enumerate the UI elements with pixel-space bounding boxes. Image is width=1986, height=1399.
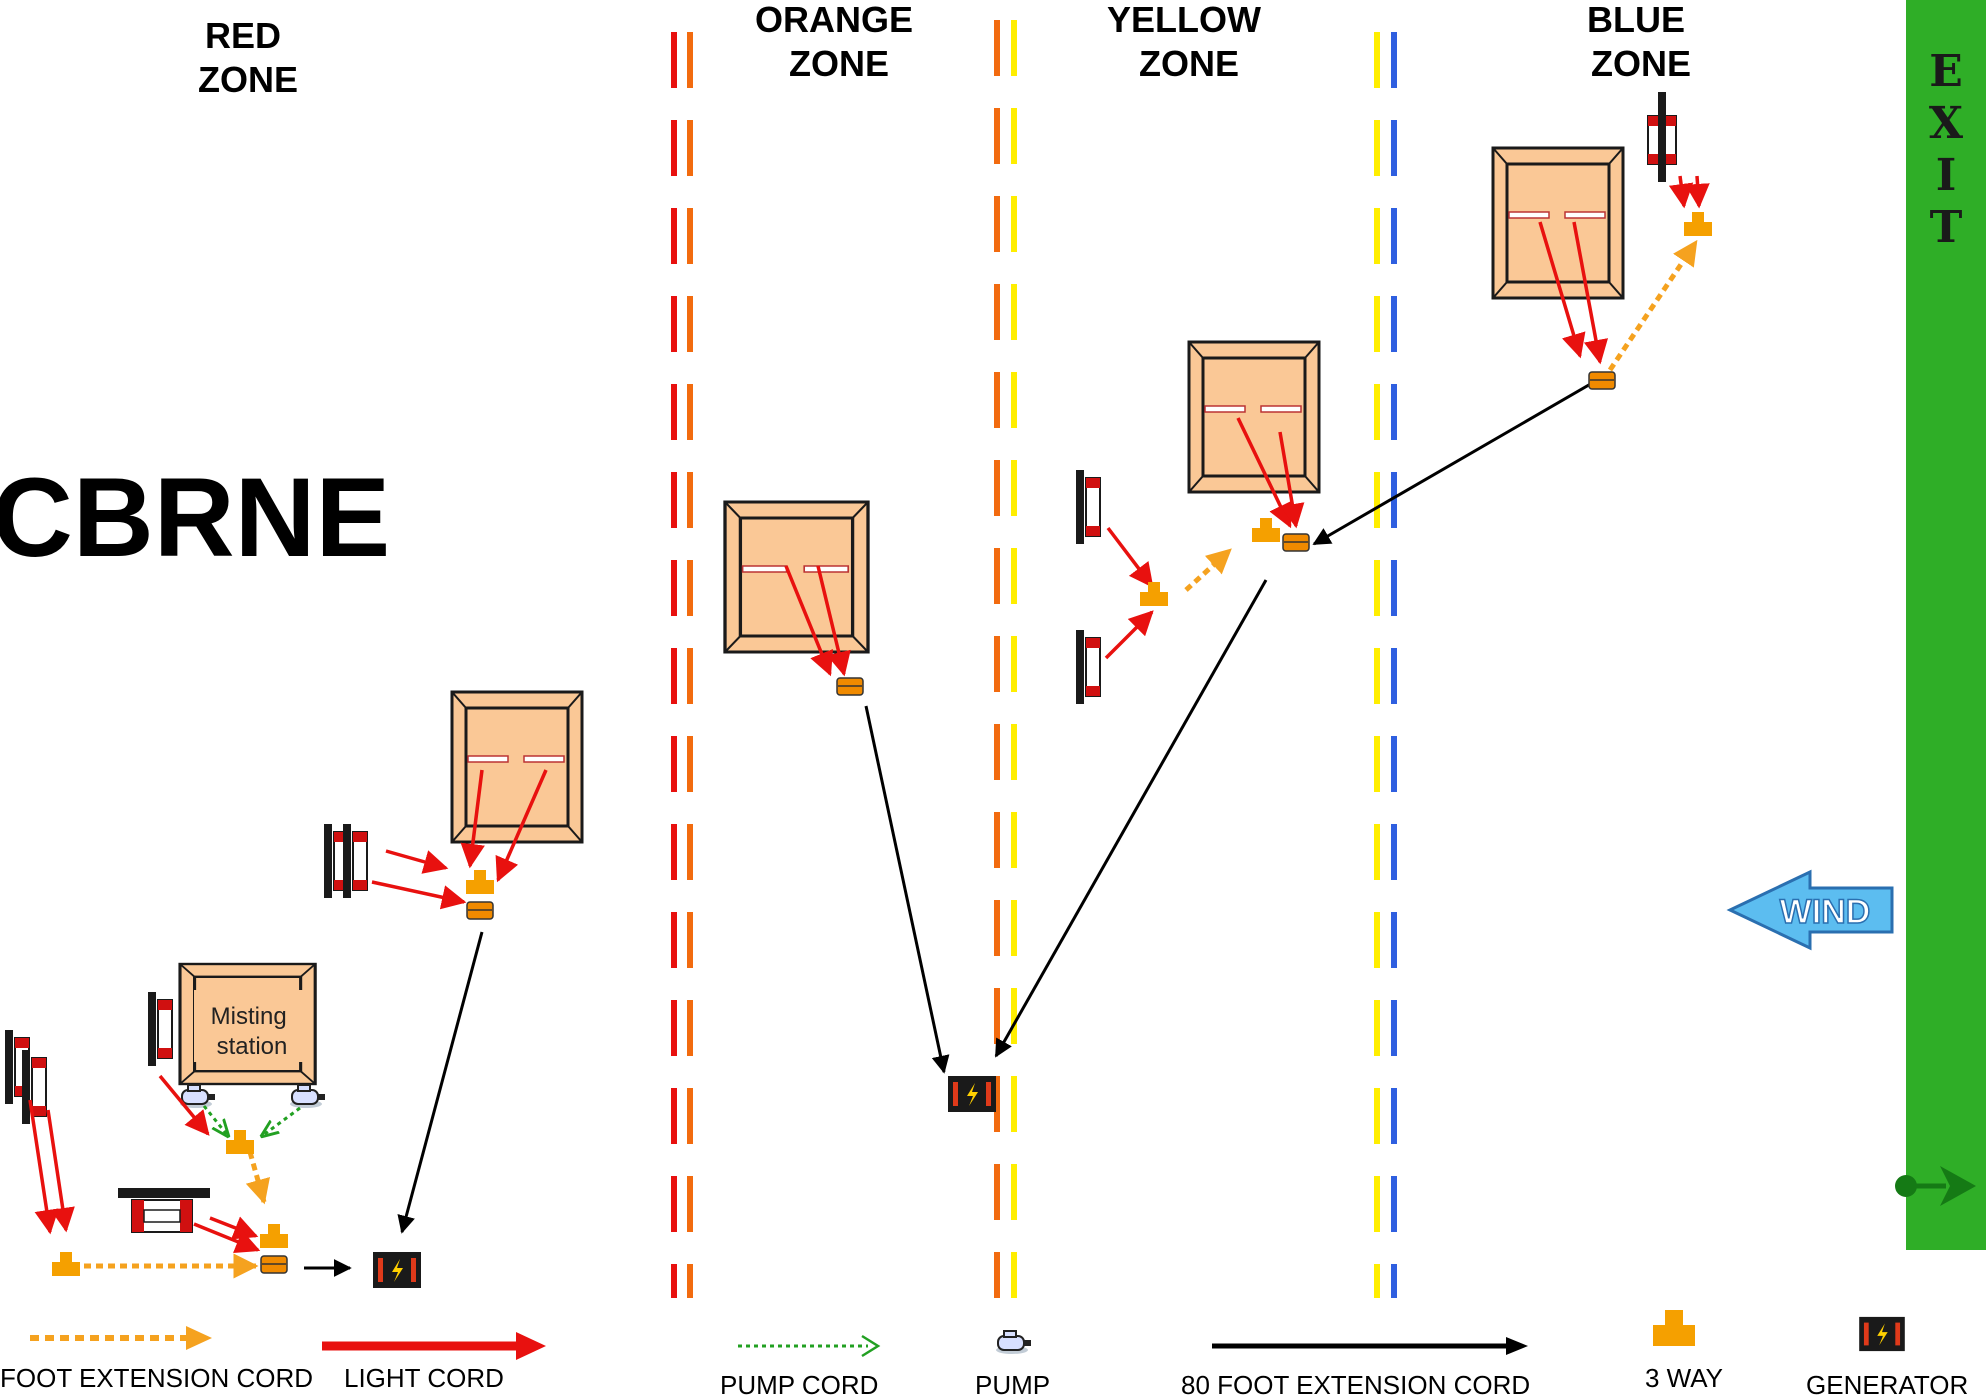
horizontal-light-icon (118, 1188, 210, 1233)
blue-zone-tent (1491, 146, 1625, 300)
svg-text:Misting station: Misting station (211, 1003, 294, 1060)
misting-station: Misting station (178, 962, 317, 1086)
light-tower-icon (1075, 629, 1101, 705)
exit-arrow-icon (1895, 1166, 1976, 1206)
exit-letter: T (1930, 202, 1963, 253)
extension-cords (84, 239, 1699, 1279)
three-way-icon (466, 870, 494, 894)
blue-zone-label: BLUE ZONE (1587, 0, 1695, 84)
three-way-icon (1252, 518, 1280, 542)
light-tower-icon (342, 823, 368, 899)
plug-icon (1588, 371, 1616, 390)
wind-label: WIND (1780, 893, 1871, 931)
legend-pump-cord-label: PUMP CORD (720, 1370, 878, 1399)
legend-pump-label: PUMP (975, 1370, 1050, 1399)
three-way-icon (260, 1224, 288, 1248)
light-tower-icon (1075, 469, 1101, 545)
plug-icon (466, 901, 494, 920)
red-zone-tent (450, 690, 584, 844)
generator-icon (948, 1076, 996, 1112)
red-zone-label: RED ZONE (198, 15, 298, 100)
exit-bar (1906, 0, 1986, 1250)
plug-icon (1282, 533, 1310, 552)
legend-pump-icon (995, 1330, 1032, 1355)
legend-light-cord-label: LIGHT CORD (344, 1363, 504, 1393)
pump-icon (289, 1084, 326, 1109)
yellow-zone-label: YELLOW ZONE (1107, 0, 1271, 84)
page-title: CBRNE (0, 455, 390, 580)
yellow-zone-boundary (1374, 32, 1397, 1298)
orange-zone-boundary (994, 20, 1017, 1298)
legend: FOOT EXTENSION CORD LIGHT CORD PUMP CORD… (0, 1310, 1968, 1399)
legend-three-way-icon (1653, 1310, 1695, 1346)
legend-extension-cord-label: FOOT EXTENSION CORD (0, 1363, 313, 1393)
legend-generator-icon (1859, 1316, 1905, 1352)
legend-extension-80-label: 80 FOOT EXTENSION CORD (1181, 1370, 1530, 1399)
light-cords (28, 175, 1710, 1254)
exit-letter: X (1929, 98, 1964, 149)
light-tower-icon (147, 991, 173, 1067)
three-way-icon (226, 1130, 254, 1154)
pump-cords (202, 1105, 301, 1136)
red-zone-boundary (671, 32, 693, 1298)
legend-three-way-label: 3 WAY (1645, 1363, 1723, 1393)
orange-zone-tent (723, 500, 870, 654)
three-way-icon (1684, 212, 1712, 236)
plug-icon (260, 1255, 288, 1274)
extension-80-cords (304, 380, 1595, 1277)
orange-zone-label: ORANGE ZONE (755, 0, 923, 84)
light-tower-icon (21, 1049, 47, 1125)
generator-icon (373, 1252, 421, 1288)
exit-letter: E (1929, 46, 1963, 97)
plug-icon (836, 677, 864, 696)
wind-arrow-icon: WIND (1726, 869, 1894, 951)
light-tower-icon (1647, 92, 1677, 182)
legend-generator-label: GENERATOR (1806, 1370, 1968, 1399)
three-way-icon (1140, 582, 1168, 606)
yellow-zone-tent (1187, 340, 1321, 494)
three-way-icon (52, 1252, 80, 1276)
exit-letter: I (1936, 150, 1957, 201)
